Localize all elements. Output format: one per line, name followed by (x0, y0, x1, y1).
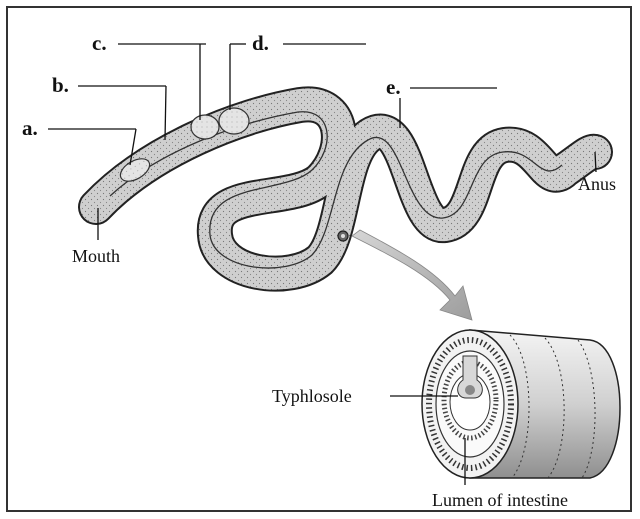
label-c: c. (92, 31, 107, 55)
mouth-label: Mouth (72, 246, 120, 266)
label-d: d. (252, 31, 269, 55)
label-b: b. (52, 73, 69, 97)
zoom-arrow (352, 230, 472, 320)
gizzard-bulge (219, 108, 249, 134)
lumen-label: Lumen of intestine (432, 490, 568, 510)
crop-bulge (191, 115, 219, 139)
anus-label: Anus (578, 174, 616, 194)
label-a: a. (22, 116, 38, 140)
typhlosole-label: Typhlosole (272, 386, 352, 406)
intestine-cross-section (422, 330, 620, 478)
label-e: e. (386, 75, 401, 99)
worm-body (96, 104, 595, 273)
